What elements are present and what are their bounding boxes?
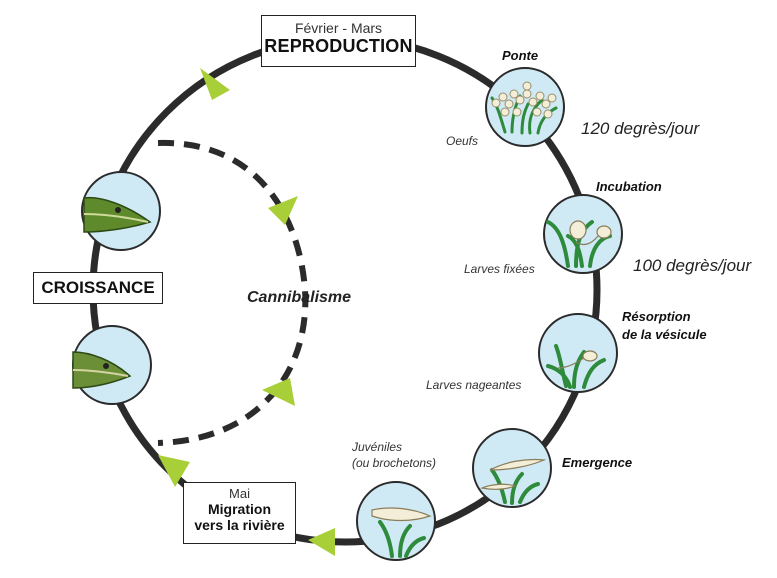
juveniles-sub-line2: (ou brochetons) bbox=[352, 456, 437, 470]
reproduction-title: REPRODUCTION bbox=[264, 36, 413, 56]
adult-pike-upper-bubble bbox=[81, 171, 161, 251]
pike-head-lower-icon bbox=[72, 351, 132, 389]
adult-pike-lower-bubble bbox=[72, 325, 152, 405]
incubation-sub: Larves fixées bbox=[464, 262, 535, 276]
migration-box: Mai Migration vers la rivière bbox=[183, 482, 296, 544]
incubation-title: Incubation bbox=[596, 179, 662, 194]
fry-fish-icon bbox=[479, 458, 547, 490]
migration-period: Mai bbox=[229, 486, 250, 501]
cycle-arrow-bottom bbox=[308, 528, 335, 556]
emergence-title: Emergence bbox=[562, 455, 633, 470]
ponte-bubble bbox=[485, 67, 565, 147]
cycle-arrow-top-left bbox=[200, 68, 230, 100]
juveniles-sub-line1: Juvéniles bbox=[352, 440, 403, 454]
migration-line1: Migration bbox=[208, 501, 271, 517]
egg-cluster-icon bbox=[491, 81, 557, 119]
reproduction-period: Février - Mars bbox=[294, 20, 383, 36]
ponte-sub: Oeufs bbox=[446, 134, 479, 148]
ponte-title: Ponte bbox=[502, 48, 539, 63]
resorption-sub: Larves nageantes bbox=[426, 378, 522, 392]
migration-line2: vers la rivière bbox=[194, 517, 285, 533]
reproduction-box: Février - Mars REPRODUCTION bbox=[261, 15, 416, 67]
cannibalism-arrow-lower bbox=[262, 378, 295, 406]
juvenile-plant-icon bbox=[378, 520, 426, 558]
cycle-arrow-bottom-left bbox=[158, 455, 190, 487]
swimming-larva-icon bbox=[557, 350, 598, 369]
cannibalisme-label: Cannibalisme bbox=[247, 289, 352, 306]
cannibalism-arrow-upper bbox=[268, 196, 298, 225]
swim-larva-plant-icon bbox=[546, 344, 606, 389]
croissance-box: CROISSANCE bbox=[33, 272, 163, 304]
croissance-title: CROISSANCE bbox=[41, 278, 155, 297]
attached-larva-icon bbox=[569, 220, 612, 246]
incubation-bubble bbox=[543, 194, 623, 274]
resorption-title-line1: Résorption bbox=[622, 309, 691, 324]
emergence-bubble bbox=[472, 428, 552, 508]
resorption-title-line2: de la vésicule bbox=[622, 327, 707, 342]
cannibalism-dashed-arc bbox=[157, 139, 309, 446]
juvenile-pike-icon bbox=[371, 507, 432, 522]
ponte-rate: 120 degrès/jour bbox=[581, 119, 700, 138]
juveniles-bubble bbox=[356, 481, 436, 561]
pike-head-upper-icon bbox=[83, 196, 152, 233]
resorption-bubble bbox=[538, 313, 618, 393]
incubation-rate: 100 degrès/jour bbox=[633, 256, 752, 275]
